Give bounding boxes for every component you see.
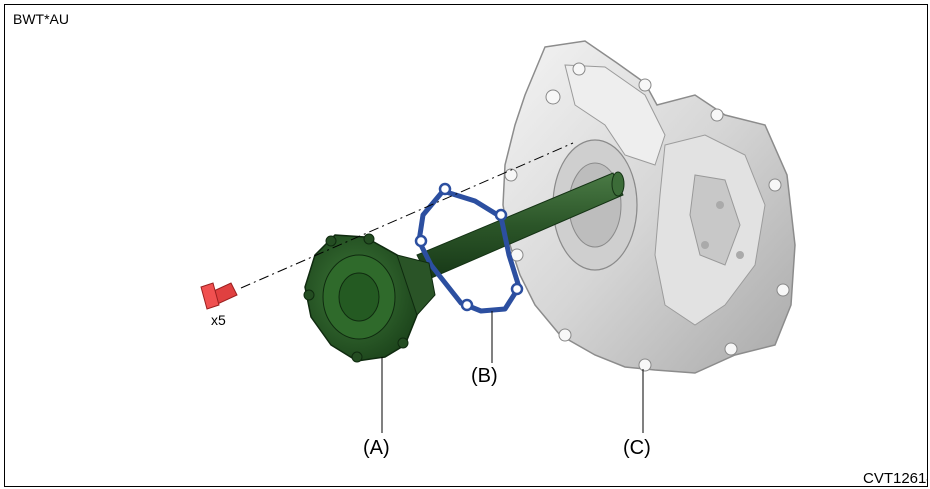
pump-shaft [416,171,625,280]
diagram-frame: BWT*AU x5 (B) (A) (C) CVT12614 [4,4,928,487]
bolt-quantity-label: x5 [211,312,226,328]
bolt-icon [200,282,238,310]
figure-code-bottom: CVT12614 [863,470,928,487]
exploded-view-illustration [200,40,796,433]
oil-pump-assembly [303,233,436,363]
callout-c: (C) [623,437,651,459]
gasket [414,182,524,314]
alignment-line [240,142,574,289]
callout-b: (B) [471,365,498,387]
figure-code-top: BWT*AU [13,11,69,27]
callout-a: (A) [363,437,390,459]
